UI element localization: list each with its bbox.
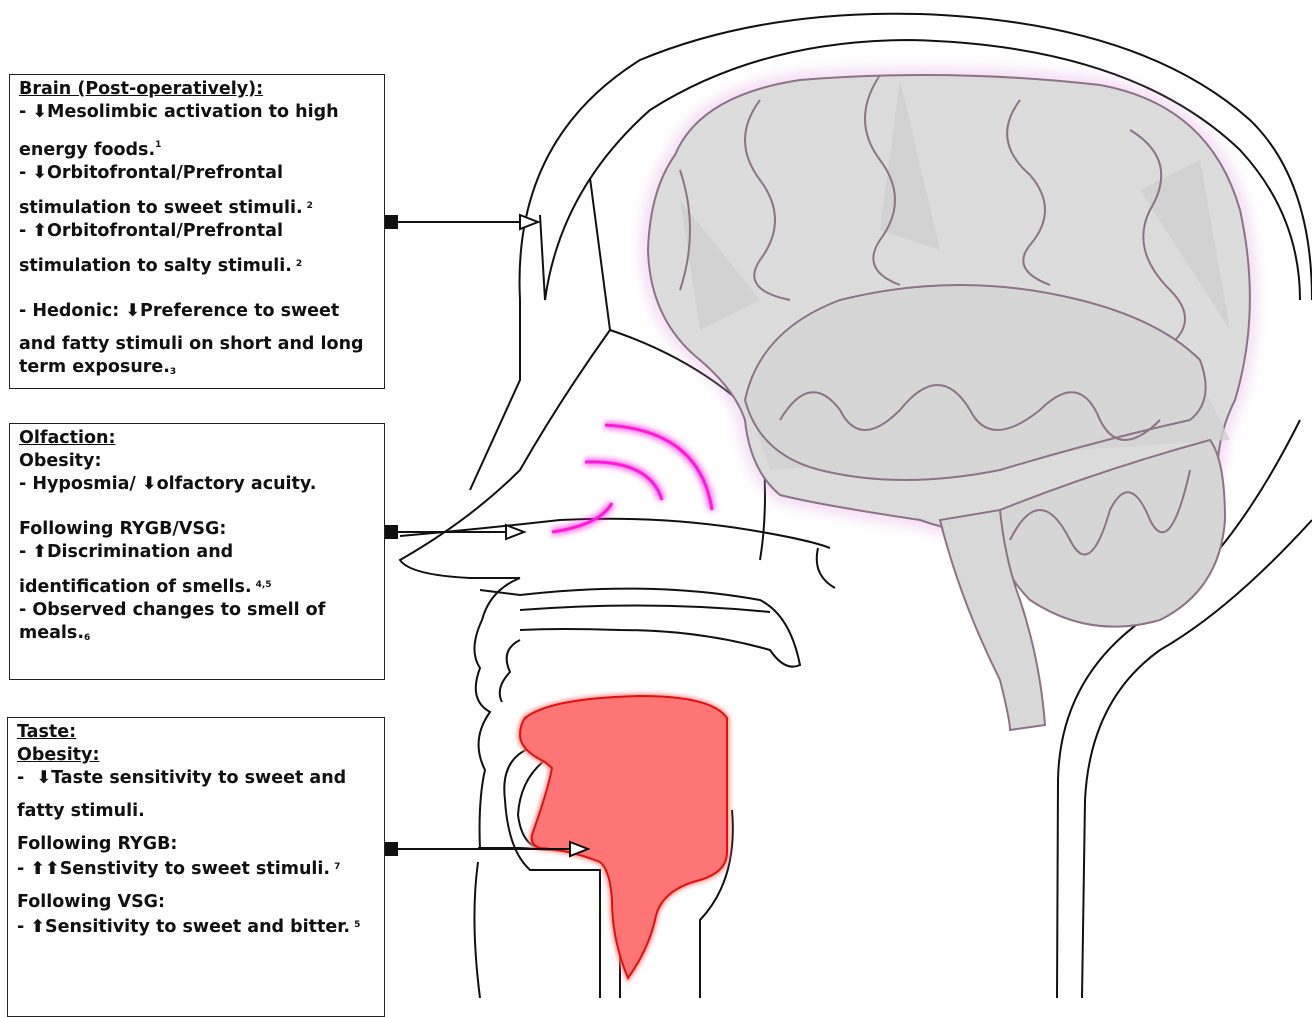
citation: 2: [307, 201, 313, 211]
olfaction-line-3: identification of smells.4,5: [19, 574, 375, 599]
tongue-shape: [520, 696, 727, 978]
down-arrow-icon: ⬇: [125, 301, 140, 321]
citation: 5: [354, 920, 360, 930]
brain-info-box: Brain (Post-operatively): - ⬇Mesolimbic …: [9, 74, 385, 389]
down-arrow-icon: ⬇: [32, 102, 47, 122]
down-arrow-icon: ⬇: [36, 768, 51, 788]
connector-arrow-icon: [506, 525, 524, 539]
nose-tip-outline: [817, 548, 835, 588]
olfaction-following-heading: Following RYGB/VSG:: [19, 518, 375, 541]
olfaction-obesity-heading: Obesity:: [19, 450, 375, 473]
brain-line-2: energy foods.1: [19, 134, 375, 162]
olfaction-line-1: - Hyposmia/ ⬇olfactory acuity.: [19, 473, 375, 496]
olfaction-connector-anchor: [384, 525, 398, 539]
olfaction-line-2: - ⬆Discrimination and: [19, 541, 375, 564]
taste-heading: Taste:: [17, 721, 375, 744]
citation: 4,5: [256, 580, 272, 590]
brain-line-7: - Hedonic: ⬇Preference to sweet: [19, 300, 375, 323]
brain-connector-anchor: [384, 215, 398, 229]
citation: 7: [334, 862, 340, 872]
brain: [648, 75, 1250, 730]
citation: 6: [84, 633, 90, 643]
down-arrow-icon: ⬇: [32, 163, 47, 183]
forehead-nose-outline: [400, 178, 610, 578]
taste-connector-anchor: [384, 842, 398, 856]
citation: 3: [170, 367, 176, 377]
brain-line-1: - ⬇Mesolimbic activation to high: [19, 101, 375, 124]
taste-following-rygb: Following RYGB:: [17, 833, 375, 856]
palate-outline: [480, 589, 800, 667]
front-teeth-outline: [500, 640, 520, 702]
connector-arrow-icon: [520, 215, 538, 229]
up-arrow-icon: ⬆⬆: [30, 859, 59, 879]
upper-jaw-outline: [520, 605, 770, 612]
taste-info-box: Taste: Obesity: - ⬇Taste sensitivity to …: [7, 717, 385, 1017]
taste-obesity-heading: Obesity:: [17, 744, 375, 767]
down-arrow-icon: ⬇: [142, 474, 157, 494]
brain-connector-arrow: [384, 215, 538, 229]
taste-line-1: - ⬇Taste sensitivity to sweet and: [17, 767, 375, 790]
up-arrow-icon: ⬆: [32, 542, 47, 562]
brain-line-3: - ⬇Orbitofrontal/Prefrontal: [19, 162, 375, 185]
olfaction-line-4: - Observed changes to smell of: [19, 599, 375, 622]
smell-waves: [552, 425, 712, 532]
brain-heading: Brain (Post-operatively):: [19, 78, 375, 101]
brain-line-5: - ⬆Orbitofrontal/Prefrontal: [19, 220, 375, 243]
taste-line-2: fatty stimuli.: [17, 800, 375, 823]
lips-outline: [474, 578, 520, 850]
nasal-cavity-outline: [400, 519, 830, 548]
neck-front-outline: [474, 862, 480, 998]
olfaction-heading: Olfaction:: [19, 427, 375, 450]
olfaction-line-5: meals.6: [19, 622, 375, 650]
brain-line-9: term exposure.3: [19, 356, 375, 384]
taste-line-3: - ⬆⬆Senstivity to sweet stimuli.7: [17, 856, 375, 881]
taste-line-4: - ⬆Sensitivity to sweet and bitter.5: [17, 914, 375, 939]
tongue: [520, 696, 727, 978]
taste-following-vsg: Following VSG:: [17, 891, 375, 914]
olfaction-info-box: Olfaction: Obesity: - Hyposmia/ ⬇olfacto…: [9, 423, 385, 680]
up-arrow-icon: ⬆: [30, 917, 45, 937]
citation: 2: [296, 259, 302, 269]
citation: 1: [155, 140, 161, 150]
brain-line-6: stimulation to salty stimuli.2: [19, 253, 375, 278]
brain-line-4: stimulation to sweet stimuli.2: [19, 195, 375, 220]
brain-line-8: and fatty stimuli on short and long: [19, 333, 375, 356]
up-arrow-icon: ⬆: [32, 221, 47, 241]
